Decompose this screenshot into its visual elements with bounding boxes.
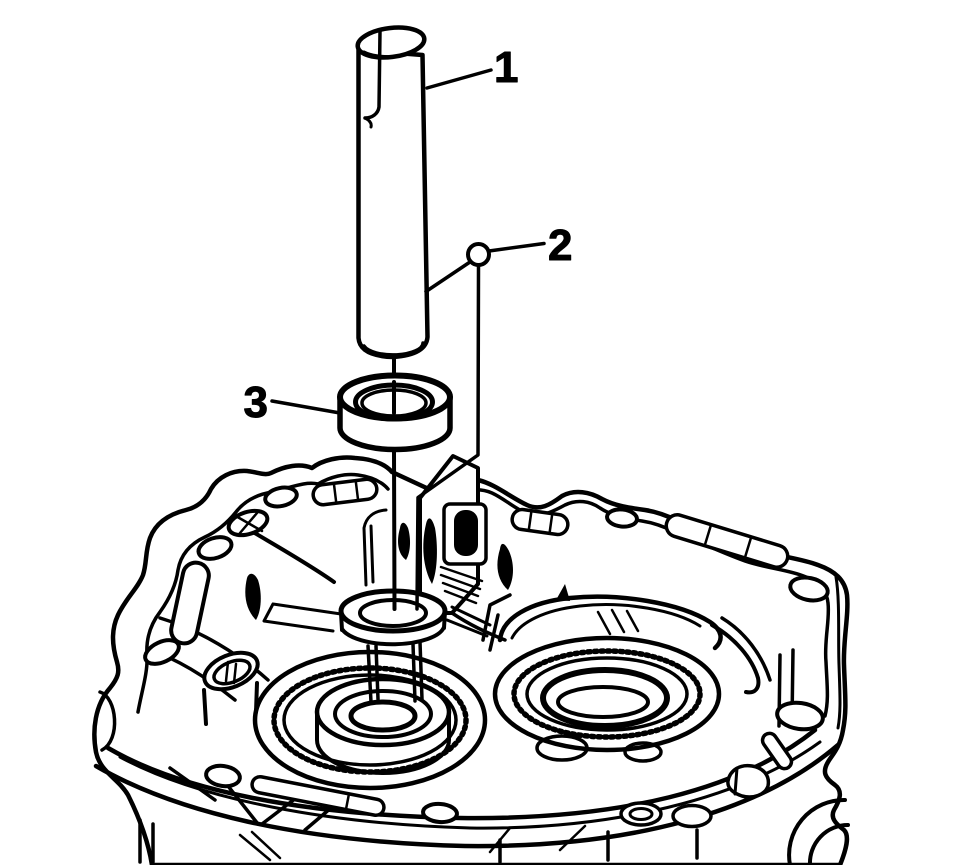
- tool-body: [356, 47, 430, 360]
- callout-3-leader: [270, 399, 342, 415]
- callout-2-leader-label: [487, 241, 546, 253]
- bearing: [337, 372, 453, 453]
- callout-1-label: 1: [494, 43, 518, 92]
- callout-2-leader-branch: [424, 260, 472, 294]
- callout-2-leader-down: [415, 263, 481, 611]
- callout-3-label: 3: [244, 378, 268, 427]
- callout-2-marker: [466, 242, 491, 267]
- transmission-case: [92, 454, 850, 865]
- callout-2-label: 2: [548, 221, 572, 270]
- case-inner-edge-left: [136, 472, 390, 714]
- installer-tool: [355, 25, 430, 360]
- callout-3: 3: [243, 378, 342, 428]
- callout-1: 1: [425, 43, 519, 93]
- case-ribs: [245, 508, 570, 638]
- callout-1-leader: [425, 68, 493, 90]
- callout-2: 2: [415, 221, 573, 611]
- case-boss: [202, 650, 260, 726]
- case-bolt-holes: [143, 477, 830, 829]
